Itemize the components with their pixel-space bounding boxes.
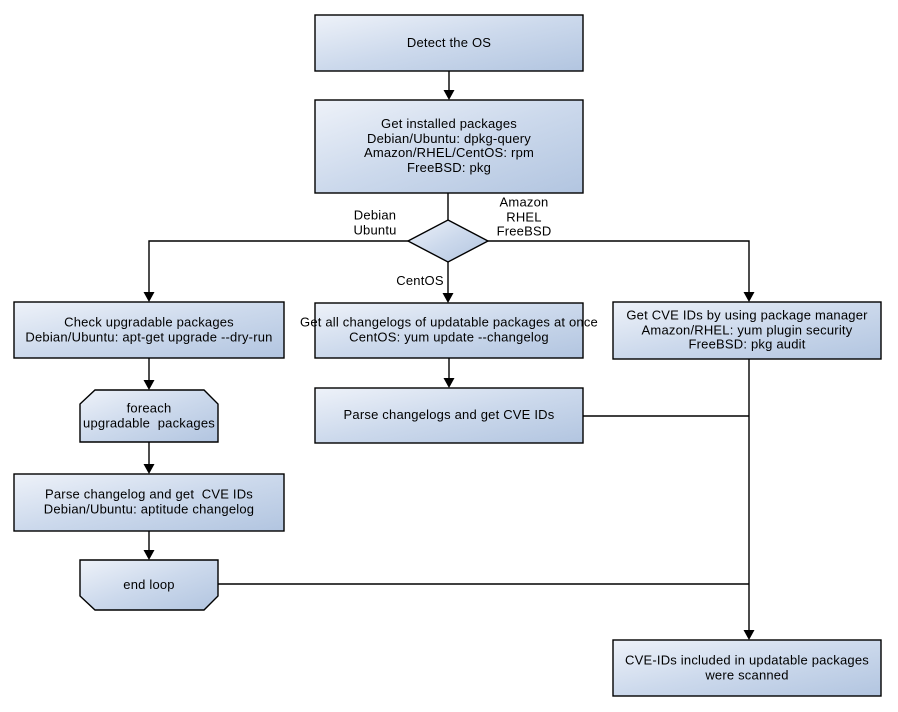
node-detect-os [314, 14, 584, 72]
node-end-loop [79, 559, 219, 611]
node-check-upgradable [13, 301, 285, 359]
node-shapes [13, 14, 882, 697]
node-foreach-loop-start [79, 389, 219, 443]
arrowhead-into-parse-changelogs [443, 378, 455, 388]
arrowhead-into-get-cve [743, 292, 755, 302]
arrowhead-into-result [743, 630, 755, 640]
node-get-installed-packages [314, 99, 584, 194]
arrowhead-into-get-all-changelogs [442, 293, 454, 303]
edge-label-amazon-rhel-freebsd: Amazon RHEL FreeBSD [496, 194, 552, 239]
arrowhead-into-installed [443, 90, 455, 100]
label-foreach-loop: foreach upgradable packages [83, 400, 215, 430]
connectors [148, 71, 750, 631]
node-os-decision-diamond [406, 219, 490, 263]
edge-decision-to-check-upgradable [148, 240, 408, 293]
label-check-upgradable: Check upgradable packages Debian/Ubuntu:… [25, 314, 273, 344]
label-parse-changelog: Parse changelog and get CVE IDs Debian/U… [43, 486, 255, 516]
edge-label-centos: CentOS [396, 272, 444, 288]
label-parse-changelogs: Parse changelogs and get CVE IDs [343, 406, 555, 422]
label-get-all-changelogs: Get all changelogs of updatable packages… [300, 314, 598, 344]
node-get-all-changelogs [314, 302, 584, 359]
edge-decision-to-get-cve [488, 240, 750, 293]
label-detect-os: Detect the OS [406, 34, 492, 50]
edge-label-debian-ubuntu: Debian Ubuntu [353, 207, 397, 237]
node-get-cve-ids [612, 301, 882, 360]
label-get-installed-packages: Get installed packages Debian/Ubuntu: dp… [363, 116, 535, 175]
label-end-loop: end loop [123, 576, 175, 592]
node-scan-result [612, 639, 882, 697]
arrowhead-into-check-upgradable [143, 292, 155, 302]
node-parse-changelog [13, 473, 285, 532]
arrowhead-into-endloop [143, 550, 155, 560]
node-parse-changelogs [314, 387, 584, 444]
arrowhead-into-parse-changelog [143, 464, 155, 474]
arrowhead-into-foreach [143, 380, 155, 390]
label-scan-result: CVE-IDs included in updatable packages w… [625, 652, 869, 682]
arrowheads [143, 90, 755, 640]
label-get-cve-ids: Get CVE IDs by using package manager Ama… [626, 307, 868, 352]
